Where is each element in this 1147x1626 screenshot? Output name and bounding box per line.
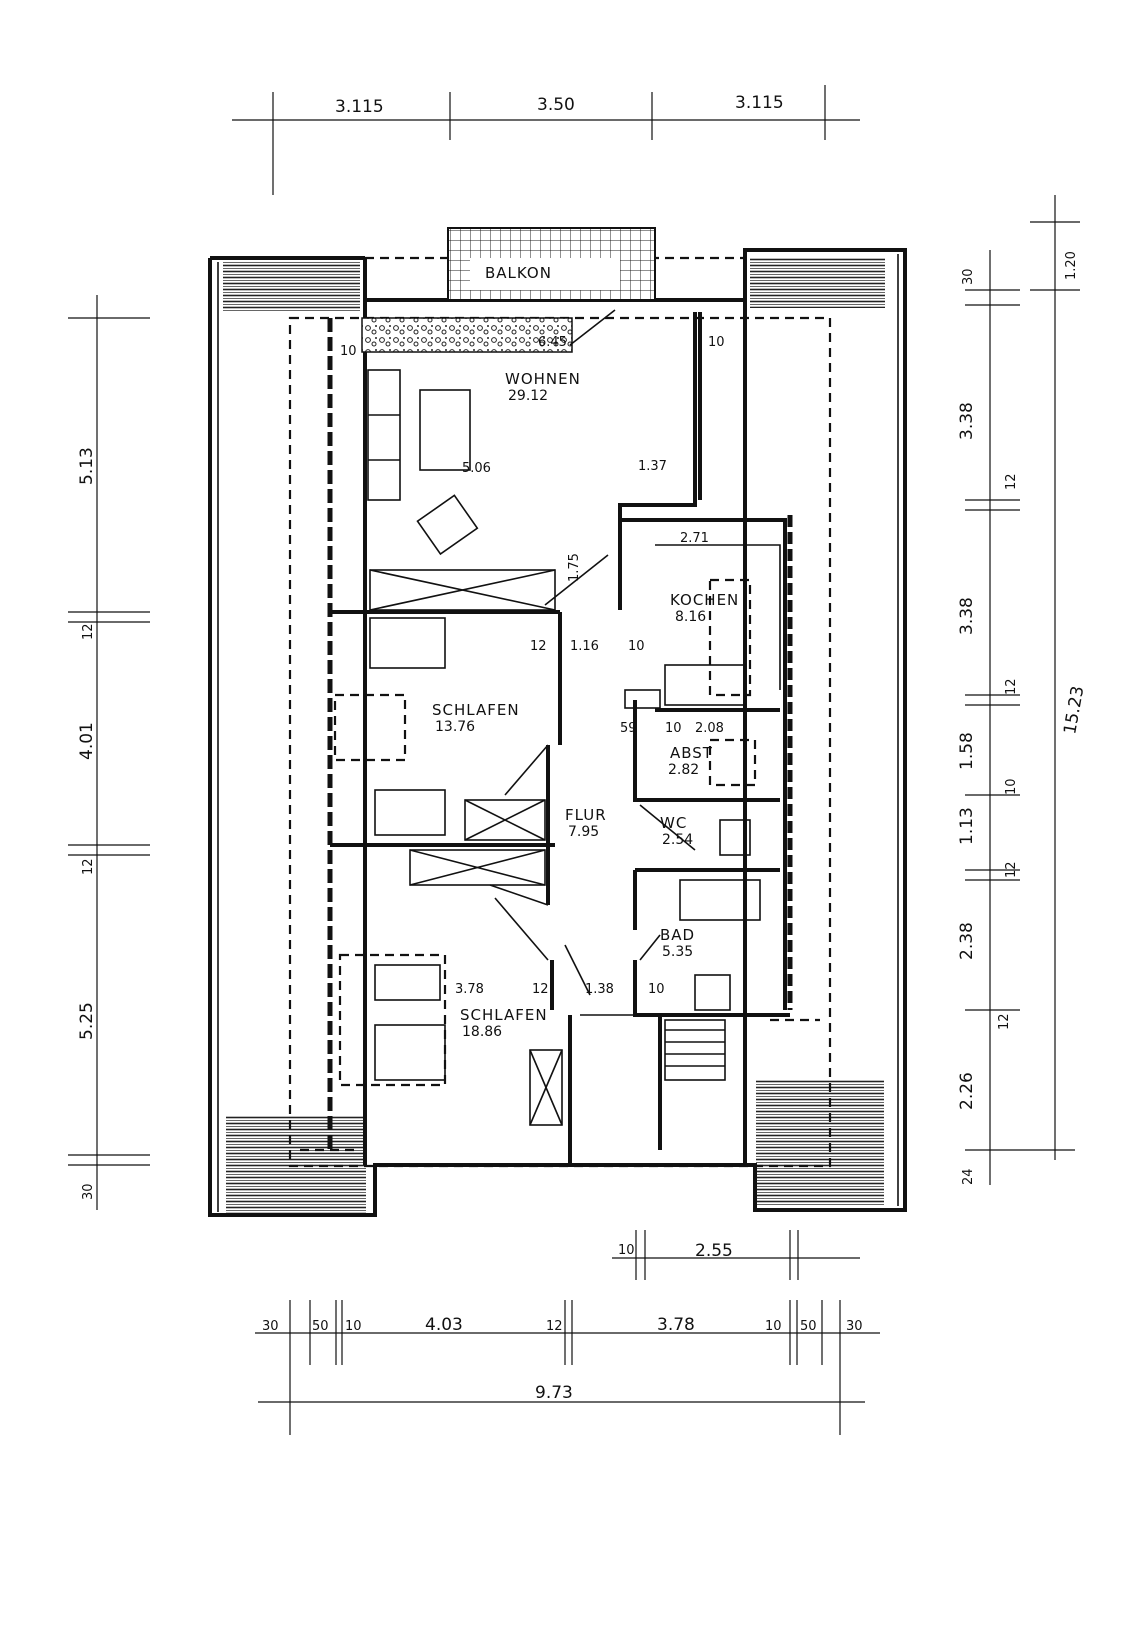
balkon-label: BALKON (485, 264, 552, 282)
right-dim-6: 1.58 (957, 732, 977, 770)
wc-label: WC (660, 814, 687, 832)
schlafen1-label: SCHLAFEN (432, 701, 520, 719)
abst-label: ABST (670, 744, 713, 762)
dim-wall-10-right: 10 (708, 335, 725, 350)
schlafen1-area: 13.76 (435, 719, 475, 735)
left-dim-2: 12 (81, 623, 96, 640)
left-dim-5: 5.25 (77, 1002, 97, 1040)
schlafen2-label: SCHLAFEN (460, 1006, 548, 1024)
dim-abst-width: 2.08 (695, 721, 724, 736)
right-dim-13: 24 (961, 1168, 976, 1185)
total-width: 9.73 (535, 1383, 573, 1403)
bottom-dim-8: 50 (800, 1319, 817, 1334)
dim-kochen-width: 2.71 (680, 531, 709, 546)
flur-label: FLUR (565, 806, 607, 824)
right-balkon-depth: 1.20 (1064, 251, 1079, 280)
abst-area: 2.82 (668, 762, 699, 778)
left-dim-3: 4.01 (77, 722, 97, 760)
dim-wall-10-b: 10 (628, 639, 645, 654)
top-dim-1: 3.115 (335, 97, 384, 117)
top-dim-3: 3.115 (735, 93, 784, 113)
building-outline (208, 248, 907, 1217)
right-dim-9: 12 (1004, 861, 1019, 878)
bottom-dim-4: 4.03 (425, 1315, 463, 1335)
right-total-depth: 15.23 (1060, 684, 1088, 735)
flur-area: 7.95 (568, 824, 599, 840)
bottom-dim-3: 10 (345, 1319, 362, 1334)
right-dim-11: 12 (997, 1013, 1012, 1030)
schlafen2-area: 18.86 (462, 1024, 502, 1040)
bad-area: 5.35 (662, 944, 693, 960)
dim-wohnen-width: 5.06 (462, 461, 491, 476)
bottom-dim-6: 3.78 (657, 1315, 695, 1335)
left-dim-6: 30 (81, 1183, 96, 1200)
right-dim-7: 10 (1004, 778, 1019, 795)
left-dimension-chain: 5.13 12 4.01 12 5.25 30 (68, 295, 150, 1210)
bottom-dim-5: 12 (546, 1319, 563, 1334)
stair-dim-1: 10 (618, 1243, 635, 1258)
bottom-dim-9: 30 (846, 1319, 863, 1334)
room-labels: BALKON WOHNEN 29.12 KOCHEN 8.16 SCHLAFEN… (432, 264, 739, 1040)
dim-abst-b: 10 (665, 721, 682, 736)
dim-wall-12-c: 12 (532, 982, 549, 997)
kochen-label: KOCHEN (670, 591, 739, 609)
furniture (333, 309, 761, 1126)
dim-flur-width: 1.16 (570, 639, 599, 654)
stair-dimension-chain: 10 2.55 (612, 1230, 860, 1280)
right-dim-12: 2.26 (957, 1072, 977, 1110)
top-dimension-chain: 3.115 3.50 3.115 (232, 85, 860, 195)
left-dim-4: 12 (81, 858, 96, 875)
right-dim-1: 30 (961, 268, 976, 285)
right-dim-5: 12 (1004, 678, 1019, 695)
bottom-dim-2: 50 (312, 1319, 329, 1334)
dim-bad-flur: 1.38 (585, 982, 614, 997)
kochen-area: 8.16 (675, 609, 706, 625)
staircase (664, 1019, 726, 1081)
right-dim-4: 3.38 (957, 597, 977, 635)
wc-area: 2.54 (662, 832, 693, 848)
dim-schlafen2-width: 3.78 (455, 982, 484, 997)
wohnen-label: WOHNEN (505, 370, 581, 388)
right-dimension-chain: 30 3.38 12 3.38 12 1.58 10 1.13 12 2.38 … (957, 195, 1088, 1185)
right-dim-10: 2.38 (957, 922, 977, 960)
wohnen-area: 29.12 (508, 388, 548, 404)
right-dim-8: 1.13 (957, 807, 977, 845)
bottom-dimension-chain: 30 50 10 4.03 12 3.78 10 50 30 9.73 (255, 1300, 880, 1435)
balcony (361, 227, 656, 353)
dim-wohnen-right: 1.37 (638, 459, 667, 474)
right-dim-2: 3.38 (957, 402, 977, 440)
dim-wall-10-left: 10 (340, 344, 357, 359)
dim-wall-10-c: 10 (648, 982, 665, 997)
dim-abst-a: 59 (620, 721, 637, 736)
left-dim-1: 5.13 (77, 447, 97, 485)
interior-dimensions: 6.45 5.06 1.37 10 10 2.71 1.75 1.16 12 1… (340, 335, 725, 997)
stair-dim-2: 2.55 (695, 1241, 733, 1261)
interior-walls (327, 312, 793, 1165)
dim-wall-12-a: 12 (530, 639, 547, 654)
right-dim-3: 12 (1004, 473, 1019, 490)
dim-flur-depth: 1.75 (567, 553, 582, 582)
bad-label: BAD (660, 926, 695, 944)
top-dim-2: 3.50 (537, 95, 575, 115)
bottom-dim-1: 30 (262, 1319, 279, 1334)
bottom-dim-7: 10 (765, 1319, 782, 1334)
dim-balkon-depth: 6.45 (538, 335, 567, 350)
